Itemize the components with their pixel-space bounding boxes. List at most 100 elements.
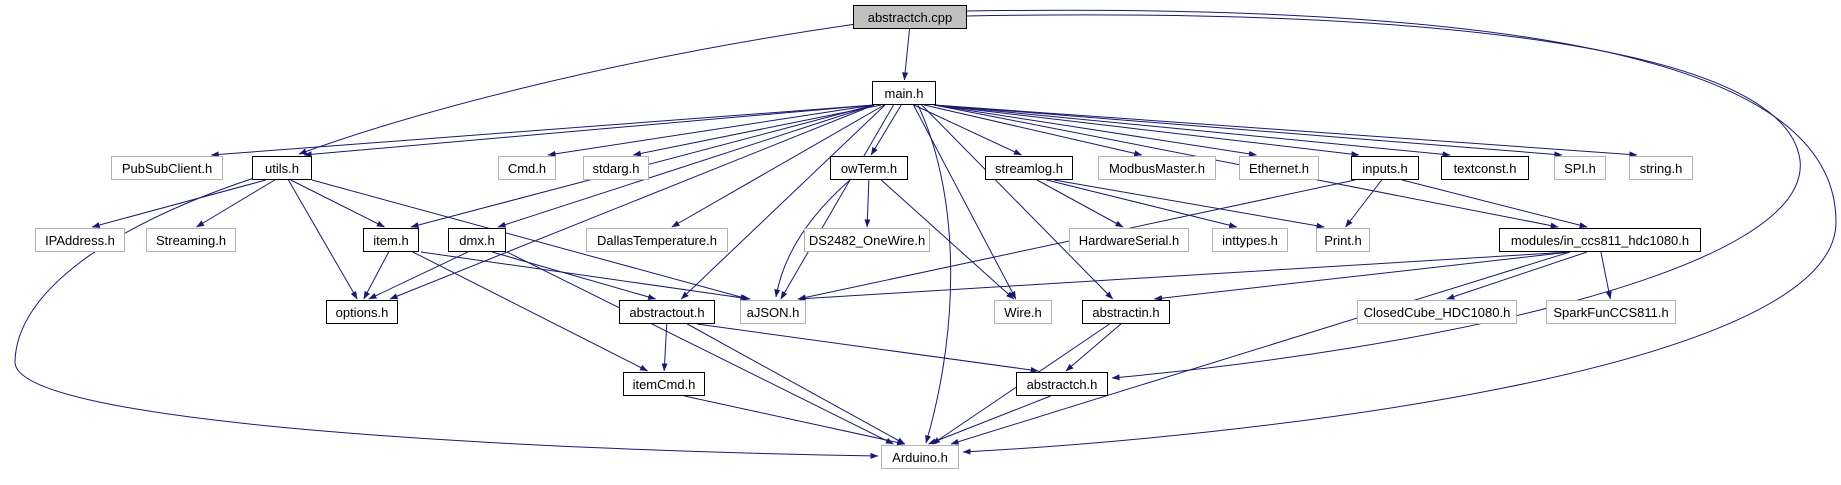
edge-main-h-to-streamlog-h <box>913 104 1022 156</box>
node-label: ModbusMaster.h <box>1108 160 1206 176</box>
node-pubsubclient-h: PubSubClient.h <box>111 156 223 180</box>
edge-utils-h-to-item-h <box>290 179 385 228</box>
edge-modules-in-ccs811-hdc1080-h-to-abstractin-h <box>1154 251 1571 302</box>
edge-item-h-to-options-h <box>363 251 390 300</box>
edge-main-h-to-ethernet-h <box>933 104 1257 157</box>
node-main-h[interactable]: main.h <box>872 81 936 105</box>
node-dmx-h[interactable]: dmx.h <box>448 228 506 252</box>
node-streamlog-h[interactable]: streamlog.h <box>985 156 1073 180</box>
edge-main-h-to-pubsubclient-h <box>210 104 875 158</box>
edge-modules-in-ccs811-hdc1080-h-to-ajson-h <box>797 251 1571 302</box>
edge-main-h-to-dallastemperature-h <box>671 104 885 228</box>
edge-main-h-to-abstractout-h <box>680 104 886 300</box>
edge-main-h-to-modbusmaster-h <box>924 104 1143 157</box>
node-textconst-h[interactable]: textconst.h <box>1441 156 1529 180</box>
node-abstractout-h[interactable]: abstractout.h <box>619 300 715 324</box>
edge-streamlog-h-to-hardwareserial-h <box>1036 179 1124 228</box>
node-label: inputs.h <box>1362 160 1408 176</box>
edge-modules-in-ccs811-hdc1080-h-to-arduino-h <box>950 251 1571 445</box>
node-print-h: Print.h <box>1316 228 1370 252</box>
edge-dmx-h-to-abstractout-h <box>492 251 656 300</box>
edge-utils-h-to-ajson-h <box>311 179 749 300</box>
node-ipaddress-h: IPAddress.h <box>35 228 125 252</box>
node-inttypes-h: inttypes.h <box>1212 228 1288 252</box>
node-label: Print.h <box>1324 232 1362 248</box>
edge-owterm-h-to-wire-h <box>880 179 1015 300</box>
node-dallastemperature-h: DallasTemperature.h <box>586 228 728 252</box>
node-label: dmx.h <box>459 232 495 248</box>
node-options-h[interactable]: options.h <box>326 300 398 324</box>
node-label: abstractin.h <box>1092 304 1160 320</box>
edge-modules-in-ccs811-hdc1080-h-to-closedcube-hdc1080-h <box>1446 251 1588 300</box>
node-label: streamlog.h <box>995 160 1063 176</box>
node-label: Arduino.h <box>892 449 948 465</box>
edge-main-h-to-ajson-h <box>780 104 894 300</box>
node-label: DS2482_OneWire.h <box>808 232 926 248</box>
node-wire-h: Wire.h <box>994 300 1052 324</box>
edge-abstractch-cpp-to-arduino-h <box>962 9 1837 455</box>
node-label: abstractout.h <box>629 304 705 320</box>
edge-item-h-to-itemcmd-h <box>412 251 648 372</box>
edge-main-h-to-inputs-h <box>933 104 1360 158</box>
edge-modules-in-ccs811-hdc1080-h-to-sparkfunccs811-h <box>1600 251 1612 300</box>
node-abstractch-h[interactable]: abstractch.h <box>1016 372 1108 396</box>
node-streaming-h: Streaming.h <box>146 228 236 252</box>
edge-owterm-h-to-ds2482-onewire-h <box>864 179 871 228</box>
node-label: owTerm.h <box>840 160 898 176</box>
node-spi-h: SPI.h <box>1554 156 1606 180</box>
node-label: PubSubClient.h <box>121 160 213 176</box>
node-label: options.h <box>335 304 389 320</box>
node-item-h[interactable]: item.h <box>363 228 419 252</box>
node-ethernet-h: Ethernet.h <box>1239 156 1319 180</box>
node-label: DallasTemperature.h <box>597 232 717 248</box>
node-modules-in-ccs811-hdc1080-h[interactable]: modules/in_ccs811_hdc1080.h <box>1499 228 1701 252</box>
edge-main-h-to-dmx-h <box>497 104 875 228</box>
node-arduino-h: Arduino.h <box>881 445 959 469</box>
node-label: stdarg.h <box>592 160 640 176</box>
node-label: ClosedCube_HDC1080.h <box>1363 304 1511 320</box>
edge-streamlog-h-to-print-h <box>1054 179 1325 229</box>
node-ajson-h: aJSON.h <box>740 300 806 324</box>
edge-dmx-h-to-options-h <box>368 251 469 300</box>
edge-item-h-to-ajson-h <box>420 251 751 301</box>
node-owterm-h[interactable]: owTerm.h <box>830 156 908 180</box>
node-label: textconst.h <box>1453 160 1517 176</box>
node-abstractin-h[interactable]: abstractin.h <box>1082 300 1170 324</box>
edge-abstractch-cpp-to-abstractch-h <box>966 14 1801 381</box>
node-label: itemCmd.h <box>632 376 696 392</box>
node-label: SparkFunCCS811.h <box>1553 304 1669 320</box>
edge-abstractch-cpp-to-main-h <box>902 28 911 81</box>
node-inputs-h[interactable]: inputs.h <box>1351 156 1419 180</box>
node-label: Ethernet.h <box>1249 160 1309 176</box>
node-label: item.h <box>373 232 409 248</box>
edge-main-h-to-abstractin-h <box>921 104 1114 300</box>
edge-itemcmd-h-to-arduino-h <box>684 395 906 446</box>
node-label: IPAddress.h <box>45 232 115 248</box>
node-itemcmd-h[interactable]: itemCmd.h <box>623 372 705 396</box>
edge-main-h-to-arduino-h <box>917 104 952 444</box>
edge-main-h-to-owterm-h <box>870 104 902 156</box>
edge-main-h-to-string-h <box>933 104 1638 158</box>
node-label: string.h <box>1639 160 1683 176</box>
edge-abstractout-h-to-arduino-h <box>686 323 906 445</box>
node-ds2482-onewire-h: DS2482_OneWire.h <box>804 228 930 252</box>
edge-abstractout-h-to-itemcmd-h <box>661 323 668 372</box>
node-label: aJSON.h <box>746 304 800 320</box>
edge-dmx-h-to-arduino-h <box>506 251 894 445</box>
node-label: Cmd.h <box>507 160 547 176</box>
node-stdarg-h: stdarg.h <box>583 156 649 180</box>
edge-streamlog-h-to-inttypes-h <box>1046 179 1238 229</box>
edge-abstractch-cpp-to-utils-h <box>298 23 857 155</box>
node-label: SPI.h <box>1564 160 1596 176</box>
node-sparkfunccs811-h: SparkFunCCS811.h <box>1546 300 1676 324</box>
edge-utils-h-to-streaming-h <box>196 179 275 228</box>
edge-main-h-to-textconst-h <box>933 104 1451 158</box>
edge-owterm-h-to-ajson-h <box>774 179 851 298</box>
node-label: main.h <box>884 85 924 101</box>
edge-utils-h-to-ipaddress-h <box>91 179 266 228</box>
node-utils-h[interactable]: utils.h <box>252 156 312 180</box>
node-label: Streaming.h <box>155 232 227 248</box>
edge-main-h-to-stdarg-h <box>632 104 882 157</box>
edge-abstractch-h-to-arduino-h <box>928 395 1051 445</box>
